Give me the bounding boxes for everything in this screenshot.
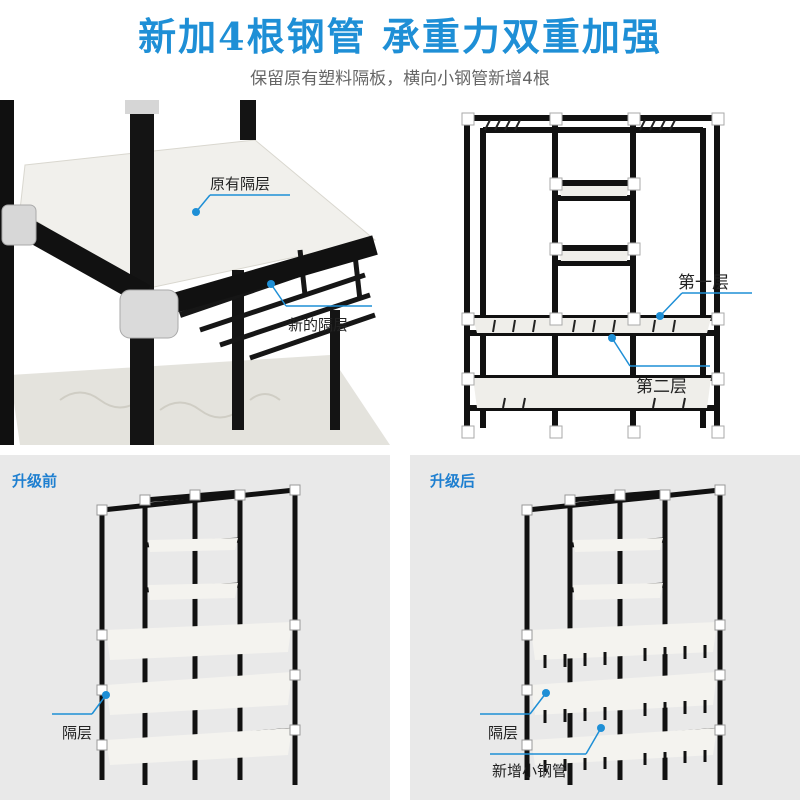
wardrobe-top-photo (455, 108, 745, 448)
wardrobe-callout-first (656, 292, 752, 320)
wardrobe-label-first: 第一层 (678, 273, 729, 293)
after-wardrobe (515, 480, 735, 795)
after-label-shelf: 隔层 (488, 724, 519, 742)
after-callout-tubes (490, 724, 605, 755)
after-heading: 升级后 (430, 472, 476, 490)
closeup-callout-new (267, 280, 372, 307)
after-label-tubes: 新增小钢管 (492, 762, 568, 780)
before-label-shelf: 隔层 (62, 724, 93, 742)
before-callout-shelf (52, 691, 110, 715)
closeup-photo (0, 100, 400, 445)
closeup-label-original: 原有隔层 (210, 175, 271, 193)
page-subtitle: 保留原有塑料隔板，横向小钢管新增4根 (250, 69, 550, 89)
wardrobe-label-second: 第二层 (636, 377, 687, 397)
after-callout-shelf (480, 689, 550, 715)
closeup-callout-original (192, 194, 290, 216)
wardrobe-callout-second (608, 334, 710, 367)
before-heading: 升级前 (12, 472, 58, 490)
page-title: 新加4根钢管 承重力双重加强 (138, 14, 662, 59)
before-wardrobe (90, 480, 310, 795)
closeup-label-new: 新的隔层 (288, 316, 349, 334)
